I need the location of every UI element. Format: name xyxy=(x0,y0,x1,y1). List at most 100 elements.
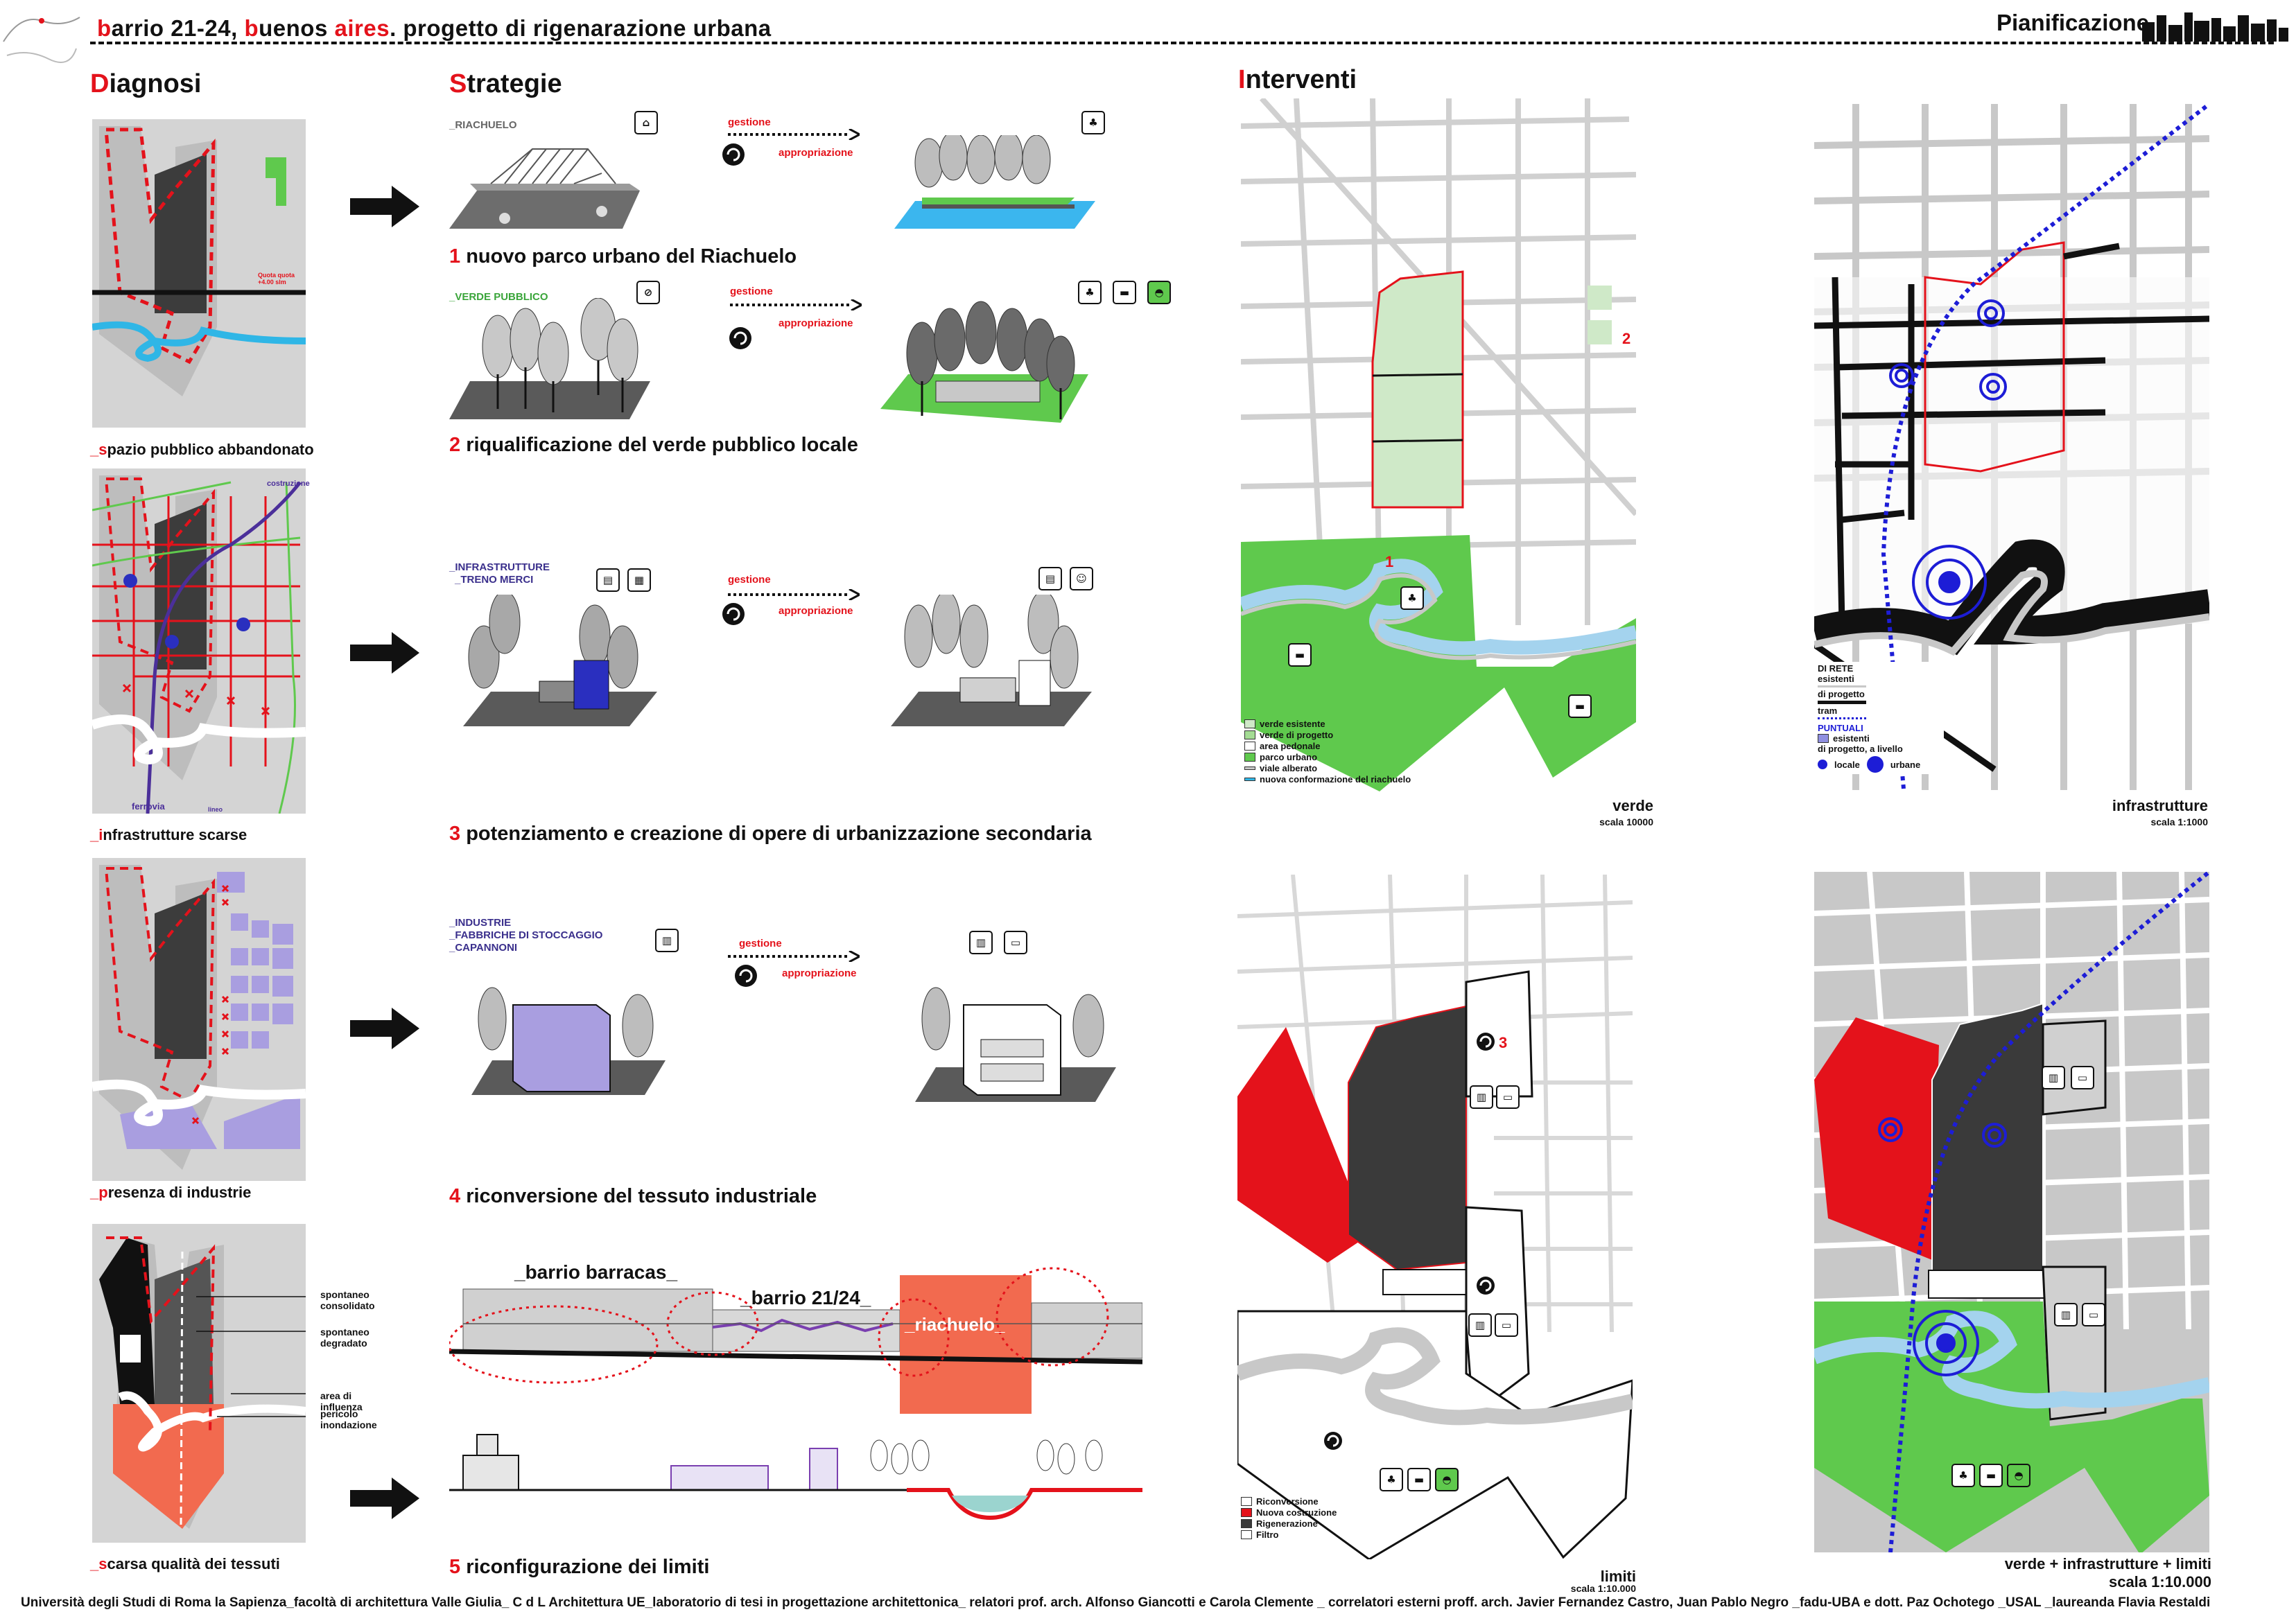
bed-icon: ▭ xyxy=(2082,1303,2105,1326)
legend-item: nuova conformazione del riachuelo xyxy=(1244,773,1411,785)
industrie-tag: _INDUSTRIE_FABBRICHE DI STOCCAGGIO_CAPAN… xyxy=(449,917,603,954)
legend-item: Nuova costruzione xyxy=(1241,1507,1337,1518)
barracas-label: _barrio barracas_ xyxy=(514,1261,678,1283)
ferrovia-label: ferrovia xyxy=(132,801,165,812)
people-icon: ☺ xyxy=(1070,567,1093,590)
dotted-arrow-icon xyxy=(728,589,860,600)
green-area-icon: ◓ xyxy=(1435,1468,1459,1491)
legend-item: verde di progetto xyxy=(1244,729,1411,740)
strategia-1: 1 nuovo parco urbano del Riachuelo xyxy=(449,245,797,268)
combo-map xyxy=(1814,872,2209,1552)
arrow-right-icon xyxy=(350,632,419,674)
appropriazione-label: appropriazione xyxy=(779,317,853,329)
factory-illustration xyxy=(471,987,666,1095)
gestione-label: gestione xyxy=(739,938,782,949)
dotted-arrow-icon xyxy=(728,129,860,140)
train-icon: ▤ xyxy=(596,568,620,592)
page-title: barrio 21-24, buenos aires. progetto di … xyxy=(97,15,772,41)
header-rule xyxy=(90,42,2274,44)
bed-icon: ▭ xyxy=(1496,1085,1520,1109)
train-illustration xyxy=(463,595,657,726)
gestione-label: gestione xyxy=(728,116,771,128)
infra-legend: DI RETE esistenti di progetto tram PUNTU… xyxy=(1816,662,1944,774)
trees-icon: ♣ xyxy=(1081,111,1105,134)
appropriazione-label: appropriazione xyxy=(782,967,857,979)
interventi-heading: Interventi xyxy=(1238,65,1357,94)
trees-icon: ♣ xyxy=(1400,586,1424,610)
diagnosi-caption-4: _scarsa qualità dei tessuti xyxy=(90,1555,280,1572)
strategia-2: 2 riqualificazione del verde pubblico lo… xyxy=(449,434,858,456)
area-influenza-label: area di influenza xyxy=(320,1390,363,1412)
bench-icon: ▬ xyxy=(1113,281,1136,304)
diagnosi-map-3 xyxy=(92,858,306,1181)
appropriazione-label: appropriazione xyxy=(779,605,853,617)
legend-item: Filtro xyxy=(1241,1529,1337,1540)
bench-icon: ▬ xyxy=(1288,643,1312,667)
factory-icon: ▥ xyxy=(969,931,993,954)
no-trees-icon: ⊘ xyxy=(636,281,660,304)
infrastrutture-tag: _INFRASTRUTTURE_TRENO MERCI xyxy=(449,561,550,586)
bed-icon: ▭ xyxy=(1004,931,1027,954)
pericolo-label: pericolo inondazione xyxy=(320,1408,377,1430)
diagnosi-caption-1: _spazio pubblico abbandonato xyxy=(90,441,314,458)
diagnosi-map-4 xyxy=(92,1224,306,1543)
bridge-illustration xyxy=(449,148,640,229)
bench-icon: ▬ xyxy=(1979,1464,2003,1487)
factory-icon: ▥ xyxy=(655,929,679,952)
verde-map xyxy=(1241,98,1636,812)
riachuelo-label: _riachuelo_ xyxy=(905,1314,1005,1335)
section-label: Pianificazione xyxy=(1997,10,2150,35)
bed-icon: ▭ xyxy=(1495,1313,1518,1337)
train-park-illustration xyxy=(891,595,1092,726)
cycle-icon xyxy=(735,965,757,987)
diagnosi-caption-2: _infrastrutture scarse xyxy=(90,826,247,843)
strategie-heading: Strategie xyxy=(449,69,562,98)
dotted-arrow-icon xyxy=(728,951,860,962)
cycle-icon xyxy=(1324,1432,1342,1450)
arrow-right-icon xyxy=(350,1008,419,1049)
cycle-icon xyxy=(722,143,745,166)
strategia-4: 4 riconversione del tessuto industriale xyxy=(449,1185,817,1207)
limiti-map xyxy=(1237,875,1633,1559)
spontaneo-consolidato-label: spontaneo consolidato xyxy=(320,1289,375,1311)
legend-item: Rigenerazione xyxy=(1241,1518,1337,1529)
limiti-map-scale: scala 1:10.000 xyxy=(1570,1583,1636,1594)
spontaneo-degradato-label: spontaneo degradato xyxy=(320,1326,369,1349)
costruzione-label: costruzione xyxy=(267,480,310,488)
lineo-label: lineo xyxy=(208,806,223,813)
legend-item: Riconversione xyxy=(1241,1496,1337,1507)
appropriazione-label: appropriazione xyxy=(779,147,853,159)
limits-section-diagram xyxy=(449,1267,1142,1414)
legend-item: area pedonale xyxy=(1244,740,1411,751)
legend-item: verde esistente xyxy=(1244,718,1411,729)
park-bridge-illustration xyxy=(894,135,1095,229)
bench-icon: ▬ xyxy=(1407,1468,1431,1491)
verde-num-2: 2 xyxy=(1622,330,1631,347)
verde-pubblico-tag: _VERDE PUBBLICO xyxy=(449,291,548,303)
arrow-right-icon xyxy=(350,186,419,227)
cycle-icon xyxy=(729,327,751,349)
cycle-icon xyxy=(722,603,745,625)
diagnosi-map-2 xyxy=(92,468,306,814)
park-illustration xyxy=(880,301,1088,423)
verde-map-title: verde xyxy=(1612,797,1653,814)
green-area-icon: ◓ xyxy=(2007,1464,2030,1487)
logo-sketch xyxy=(3,17,80,63)
factory-icon: ▥ xyxy=(2054,1303,2078,1326)
trees-icon: ♣ xyxy=(1078,281,1102,304)
riachuelo-tag: _RIACHUELO xyxy=(449,119,517,131)
factory-icon: ▥ xyxy=(2042,1066,2065,1089)
infra-map-scale: scala 1:1000 xyxy=(2150,816,2208,827)
gestione-label: gestione xyxy=(730,286,773,297)
diagnosi-heading: Diagnosi xyxy=(90,69,202,98)
legend-item: parco urbano xyxy=(1244,751,1411,762)
infra-map-title: infrastrutture xyxy=(2112,797,2208,814)
dotted-arrow-icon xyxy=(730,299,862,310)
limiti-num-3: 3 xyxy=(1499,1034,1508,1051)
green-area-icon: ◓ xyxy=(1147,281,1171,304)
renewed-factory-illustration xyxy=(915,987,1116,1102)
strategia-3: 3 potenziamento e creazione di opere di … xyxy=(449,823,1092,845)
arrow-right-icon xyxy=(350,1478,419,1519)
factory-icon: ▥ xyxy=(1470,1085,1493,1109)
strategia-5: 5 riconfigurazione dei limiti xyxy=(449,1556,710,1578)
